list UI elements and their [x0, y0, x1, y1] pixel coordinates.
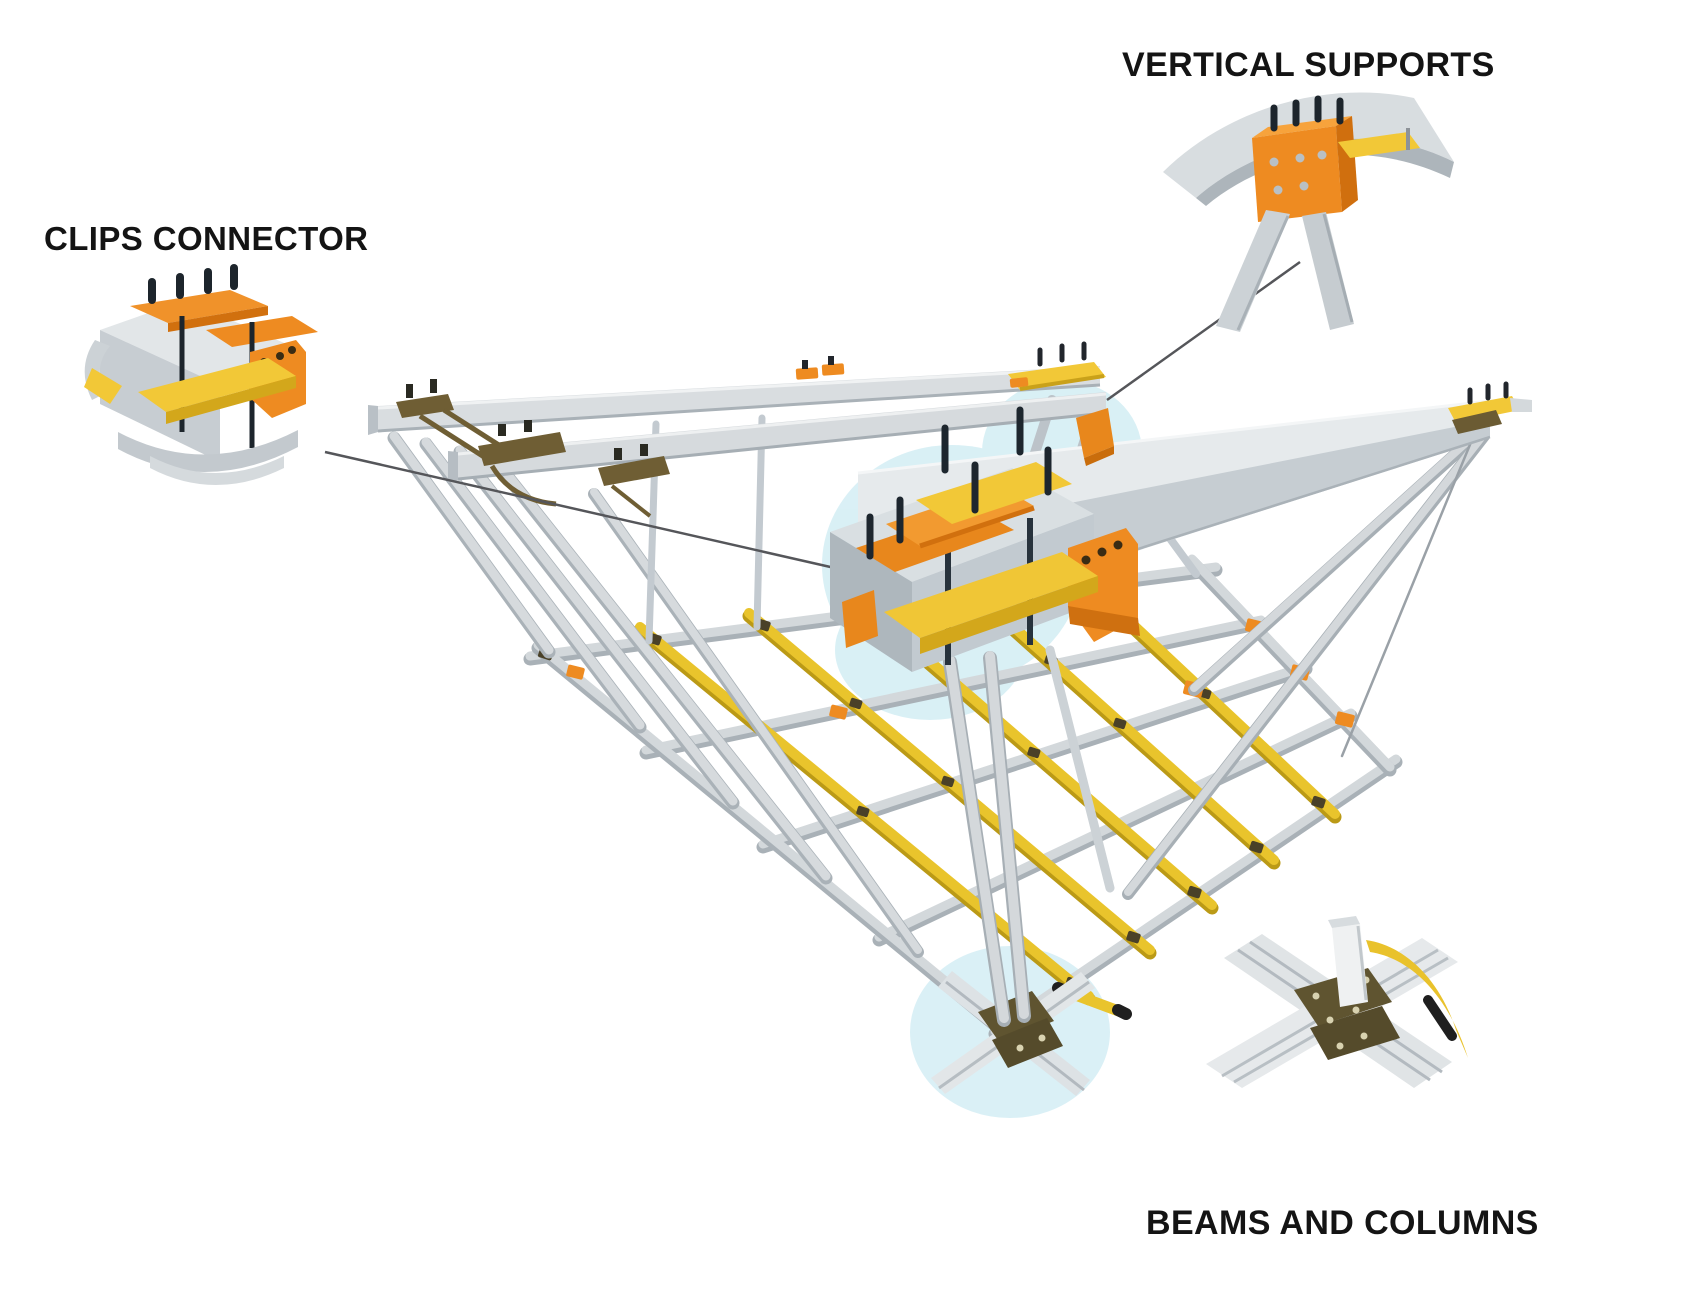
- beams-and-columns-detail: [1206, 916, 1468, 1088]
- clips-connector-detail: [84, 264, 318, 485]
- purlin-clip-cluster-3: [598, 444, 670, 518]
- label-clips-connector: CLIPS CONNECTOR: [44, 220, 369, 257]
- label-beams-and-columns: BEAMS AND COLUMNS: [1146, 1204, 1539, 1242]
- purlin-beams: [368, 356, 1107, 518]
- connector-bolts: [866, 406, 1052, 560]
- vertical-support-node: [1008, 341, 1114, 466]
- bc-yellow-blade: [1366, 940, 1468, 1058]
- vertical-supports-detail: [1163, 92, 1454, 332]
- label-vertical-supports: VERTICAL SUPPORTS: [1122, 46, 1495, 84]
- support-struts: [387, 395, 1490, 1027]
- purlin-rear: [378, 366, 1100, 432]
- beam-tip-cluster: [1448, 381, 1532, 434]
- purlin-orange-clips: [795, 356, 845, 380]
- vertical-supports-leader-line: [1106, 260, 1301, 402]
- vs-curved-blade: [1163, 92, 1454, 198]
- beam-column-node: [931, 971, 1095, 1096]
- central-clip-connector: [830, 406, 1140, 672]
- grid-boundary-rails: [531, 554, 1397, 1051]
